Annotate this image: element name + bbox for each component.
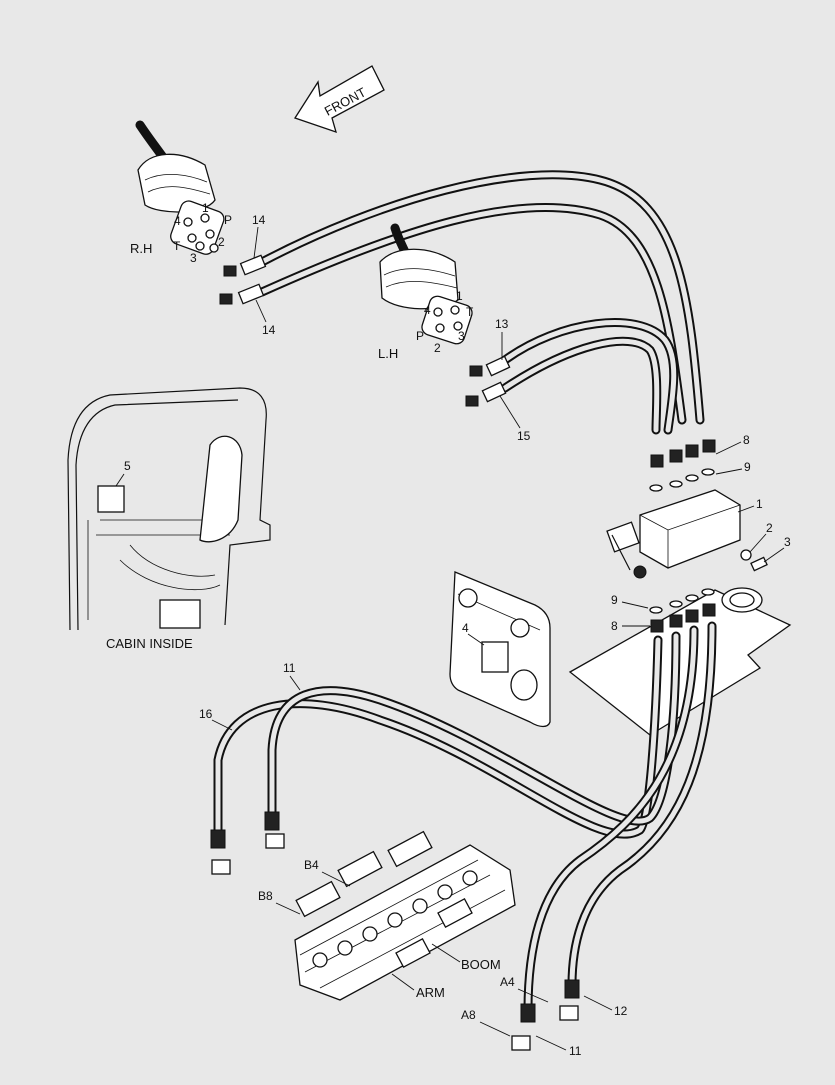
cabin-inside-view: 5 CABIN INSIDE [67,387,271,651]
port-a4: A4 [500,975,515,989]
boom-label: BOOM [461,957,501,972]
callout-13: 13 [495,317,509,331]
console-plate: 4 [449,571,551,728]
lh-port-p: P [416,329,424,343]
arm-label: ARM [416,985,445,1000]
rh-label: R.H [130,241,152,256]
part-callouts: 14 14 13 15 8 9 1 2 3 9 8 11 16 12 11 [199,213,791,1058]
valve-port-labels: B4 B8 BOOM ARM A4 A8 [258,858,549,1037]
callout-8-top: 8 [743,433,750,447]
lh-port-2: 2 [434,341,441,355]
rh-port-4: 4 [174,214,181,228]
callout-16: 16 [199,707,213,721]
cabin-callout-5: 5 [124,459,131,473]
rh-port-p: P [224,213,232,227]
lh-port-t: T [466,305,474,319]
callout-11-bottom: 11 [569,1044,582,1058]
lh-port-4: 4 [424,303,431,317]
lower-fittings [649,549,768,633]
console-callout-4: 4 [462,621,469,635]
lh-port-1: 1 [456,289,463,303]
port-b4: B4 [304,858,319,872]
callout-12: 12 [614,1004,628,1018]
callout-14-bottom: 14 [262,323,276,337]
lh-label: L.H [378,346,398,361]
port-b8: B8 [258,889,273,903]
cabin-label: CABIN INSIDE [106,636,193,651]
solenoid-valve-block [606,489,741,579]
callout-8-bottom: 8 [611,619,618,633]
lh-joystick-hoses [500,318,679,435]
rh-port-t: T [173,239,181,253]
lower-hoses [213,621,717,1015]
callout-15: 15 [517,429,531,443]
callout-11-top: 11 [283,661,296,675]
rh-joystick: 4 1 P T 3 2 R.H [130,120,267,305]
port-a8: A8 [461,1008,476,1022]
rh-port-3: 3 [190,251,197,265]
callout-14-top: 14 [252,213,266,227]
callout-1: 1 [756,497,763,511]
front-arrow: FRONT [294,65,385,134]
callout-9-bottom: 9 [611,593,618,607]
rh-port-2: 2 [218,235,225,249]
lh-port-3: 3 [458,329,465,343]
rh-joystick-hoses [257,170,705,425]
callout-3: 3 [784,535,791,549]
bottom-hose-fittings [210,811,580,1051]
callout-9-top: 9 [744,460,751,474]
main-control-valve [294,830,516,1001]
rh-port-1: 1 [202,201,209,215]
upper-fittings [649,439,716,492]
lh-joystick: 4 1 T P 3 2 L.H [378,223,511,407]
callout-2: 2 [766,521,773,535]
